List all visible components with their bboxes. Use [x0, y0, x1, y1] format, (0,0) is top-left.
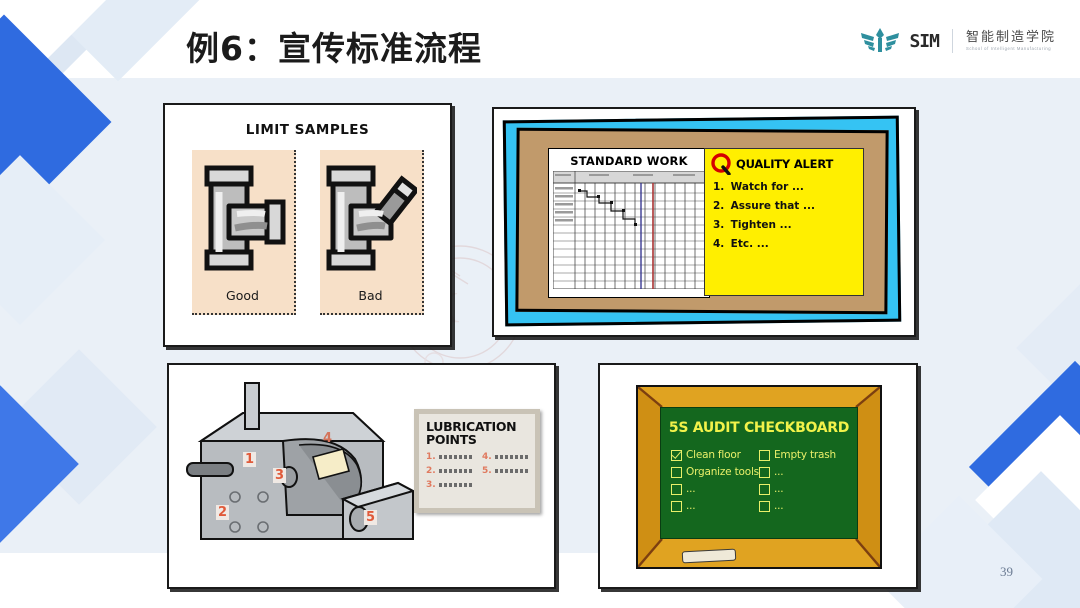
list-item[interactable]: ... — [759, 500, 847, 512]
logo-divider — [951, 29, 953, 53]
item-text-placeholder — [438, 469, 472, 474]
logo-cn-main: 智能制造学院 — [965, 29, 1056, 45]
limit-sample-bad-label: Bad — [358, 288, 383, 303]
item-text-placeholder — [438, 483, 472, 488]
audit-title: 5S AUDIT CHECKBOARD — [668, 420, 850, 436]
list-item: 4. — [482, 452, 528, 462]
machine-marker-2: 2 — [216, 505, 230, 520]
list-item[interactable]: ... — [671, 483, 759, 495]
item-number: 2. — [426, 466, 436, 477]
audit-left-column: Clean floor Organize tools ... ... — [671, 449, 759, 517]
item-number: 1. — [713, 181, 725, 193]
lubrication-right-column: 4. 5. — [482, 452, 528, 494]
list-item[interactable]: ... — [671, 500, 759, 512]
checkbox-label: Empty trash — [774, 449, 836, 461]
list-item[interactable]: Empty trash — [759, 449, 847, 461]
lubrication-points-sign: LUBRICATION POINTS 1. 2. 3. 4. — [414, 409, 540, 513]
limit-sample-good-label: Good — [226, 288, 259, 303]
checkbox-icon[interactable] — [759, 500, 770, 512]
lubrication-left-column: 1. 2. 3. — [426, 452, 472, 494]
list-item: 2. Assure that ... — [713, 200, 857, 212]
list-item: 1. Watch for ... — [713, 181, 857, 193]
item-number: 5. — [482, 466, 492, 477]
checkbox-icon[interactable] — [671, 466, 682, 478]
list-item: 3. — [426, 480, 472, 490]
list-item[interactable]: ... — [759, 483, 847, 495]
checkbox-label: ... — [686, 483, 696, 495]
slide-header: 例6：宣传标准流程 SIM 智能制造学院 School of Intellige — [0, 0, 1080, 78]
item-text: Watch for ... — [730, 181, 804, 193]
limit-sample-bad: Bad — [319, 150, 424, 315]
quality-alert-header: QUALITY ALERT — [711, 153, 857, 176]
machine-marker-1: 1 — [243, 452, 257, 467]
lubrication-items: 1. 2. 3. 4. 5. — [426, 452, 528, 494]
panel-limit-samples: LIMIT SAMPLES Good — [163, 103, 452, 347]
checkbox-label: ... — [774, 483, 784, 495]
panel-standard-work-board: STANDARD WORK — [492, 107, 916, 337]
logo-wordmark: SIM — [909, 30, 939, 52]
page-number: 39 — [1000, 564, 1013, 579]
quality-alert-sheet: QUALITY ALERT 1. Watch for ... 2. Assure… — [704, 148, 864, 296]
item-number: 3. — [426, 480, 436, 491]
panel-5s-audit: 5S AUDIT CHECKBOARD Clean floor Organize… — [598, 363, 918, 589]
limit-samples-title: LIMIT SAMPLES — [245, 122, 370, 138]
standard-work-chart — [552, 170, 706, 290]
lubrication-title-line1: LUBRICATION — [426, 419, 517, 434]
checkbox-label: ... — [686, 500, 696, 512]
sim-wings-logo-icon — [860, 26, 900, 56]
item-text-placeholder — [494, 455, 528, 460]
checkbox-icon[interactable] — [671, 500, 682, 512]
checkbox-icon[interactable] — [759, 466, 770, 478]
quality-alert-list: 1. Watch for ... 2. Assure that ... 3. T… — [713, 181, 857, 250]
checkbox-icon[interactable] — [759, 449, 770, 461]
machine-marker-3: 3 — [273, 468, 287, 483]
panel-lubrication-points: 1 2 3 4 5 LUBRICATION POINTS 1. 2. 3. — [167, 363, 556, 589]
audit-checklist: Clean floor Organize tools ... ... — [661, 449, 857, 517]
logo-chinese-name: 智能制造学院 School of Intelligent Manufacturi… — [966, 31, 1056, 51]
item-number: 4. — [713, 238, 725, 250]
item-text-placeholder — [438, 455, 472, 460]
page-title: 例6：宣传标准流程 — [186, 29, 482, 68]
list-item: 2. — [426, 466, 472, 476]
item-number: 2. — [713, 200, 725, 212]
item-text: Etc. ... — [730, 238, 769, 250]
machine-illustration — [183, 379, 443, 574]
chalkboard-surface: 5S AUDIT CHECKBOARD Clean floor Organize… — [660, 407, 858, 539]
checkbox-label: ... — [774, 500, 784, 512]
list-item: 5. — [482, 466, 528, 476]
list-item: 1. — [426, 452, 472, 462]
checkbox-label: Organize tools — [686, 466, 759, 478]
checkbox-label: Clean floor — [686, 449, 741, 461]
item-number: 1. — [426, 452, 436, 463]
checkbox-icon[interactable] — [759, 483, 770, 495]
list-item[interactable]: Clean floor — [671, 449, 759, 461]
limit-samples-row: Good — [165, 150, 450, 315]
item-number: 4. — [482, 452, 492, 463]
quality-q-badge-icon — [711, 153, 733, 176]
bulletin-board: STANDARD WORK — [502, 115, 902, 327]
checkbox-icon[interactable] — [671, 483, 682, 495]
checkbox-checked-icon[interactable] — [671, 449, 682, 461]
item-text: Assure that ... — [730, 200, 815, 212]
standard-work-sheet: STANDARD WORK — [548, 148, 710, 298]
standard-work-title: STANDARD WORK — [570, 154, 688, 168]
machine-marker-5: 5 — [364, 510, 378, 525]
limit-sample-good: Good — [191, 150, 296, 315]
lubrication-title-line2: POINTS — [426, 432, 477, 448]
list-item[interactable]: Organize tools — [671, 466, 759, 478]
brand-logo: SIM 智能制造学院 School of Intelligent Manufac… — [860, 26, 1056, 56]
logo-cn-subtitle: School of Intelligent Manufacturing — [965, 45, 1052, 51]
chalkboard-frame: 5S AUDIT CHECKBOARD Clean floor Organize… — [636, 385, 882, 569]
audit-right-column: Empty trash ... ... ... — [759, 449, 847, 517]
item-number: 3. — [713, 219, 725, 231]
list-item: 3. Tighten ... — [713, 219, 857, 231]
list-item: 4. Etc. ... — [713, 238, 857, 250]
checkbox-label: ... — [774, 466, 784, 478]
machine-marker-4: 4 — [323, 431, 333, 446]
list-item[interactable]: ... — [759, 466, 847, 478]
quality-alert-title: QUALITY ALERT — [736, 157, 834, 171]
item-text-placeholder — [494, 469, 528, 474]
item-text: Tighten ... — [730, 219, 792, 231]
